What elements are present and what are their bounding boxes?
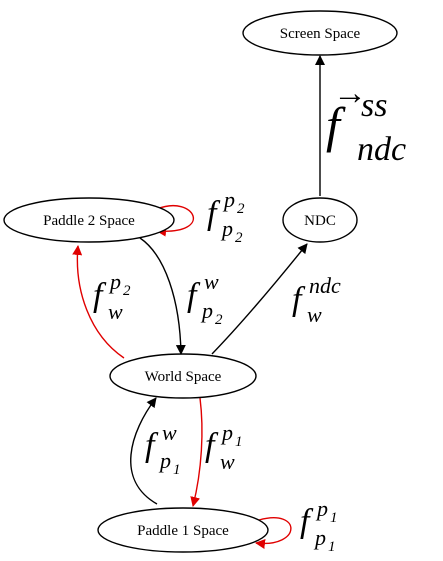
node-screen-space: Screen Space [242, 10, 398, 56]
label-paddle2-self-sup-sub: 2 [237, 201, 245, 217]
edge-paddle2-self-loop [156, 204, 195, 237]
label-paddle2-to-world-sub-sub: 2 [215, 312, 223, 328]
label-paddle1-self-sup-sub: 1 [330, 510, 338, 526]
node-screen-space-label: Screen Space [280, 26, 361, 42]
label-paddle1-self-sub: p [313, 525, 326, 550]
edge-world-to-paddle1 [190, 397, 203, 507]
label-world-to-paddle2-sup: p [108, 269, 121, 294]
node-ndc-label: NDC [304, 213, 336, 229]
label-paddle2-to-world-sup: w [204, 269, 219, 294]
label-world-to-paddle1-sub: w [220, 449, 235, 474]
label-world-to-paddle2-sup-sub: 2 [123, 283, 131, 299]
node-world-space: World Space [109, 353, 257, 399]
label-ndc-to-ss-sub: ndc [357, 131, 406, 168]
node-paddle1-space-label: Paddle 1 Space [137, 523, 229, 539]
label-paddle2-self-sup: p [222, 187, 235, 212]
label-paddle1-to-world-base: f [145, 427, 159, 464]
edge-paddle1-to-world [130, 397, 158, 505]
edge-paddle2-to-world [139, 237, 186, 355]
edge-paddle1-self-loop [255, 517, 292, 549]
label-world-to-paddle2-sub: w [108, 299, 123, 324]
node-paddle2-space-label: Paddle 2 Space [43, 213, 135, 229]
label-paddle1-self-base: f [300, 503, 314, 540]
label-paddle2-self-sub-sub: 2 [235, 230, 243, 246]
node-paddle2-space: Paddle 2 Space [3, 197, 175, 243]
label-paddle2-to-world-base: f [187, 277, 201, 314]
label-paddle1-self-sup: p [315, 496, 328, 521]
label-paddle1-to-world-sup: w [162, 420, 177, 445]
label-paddle2-to-world: f w p 2 [187, 269, 223, 328]
label-world-to-paddle1-base: f [205, 427, 219, 464]
edge-world-to-ndc [211, 243, 308, 355]
label-paddle1-to-world-sub-sub: 1 [173, 462, 181, 478]
label-paddle1-self-sub-sub: 1 [328, 539, 336, 555]
label-world-to-paddle1-sup-sub: 1 [235, 434, 243, 450]
label-paddle1-to-world-sub: p [158, 448, 171, 473]
label-world-to-ndc: f ndc w [292, 273, 341, 327]
label-world-to-ndc-base: f [292, 281, 306, 318]
label-world-to-paddle1-sup: p [220, 420, 233, 445]
label-ndc-to-ss-arrow: → [333, 75, 367, 112]
node-ndc: NDC [282, 197, 358, 243]
label-ndc-to-ss-sup: ss [361, 87, 387, 124]
node-paddle1-space: Paddle 1 Space [97, 507, 269, 553]
label-paddle1-to-world: f w p 1 [145, 420, 181, 478]
label-paddle1-self: f p 1 p 1 [300, 496, 338, 555]
node-world-space-label: World Space [145, 369, 222, 385]
label-world-to-paddle2-base: f [93, 277, 107, 314]
label-paddle2-self: f p 2 p 2 [207, 187, 245, 246]
label-paddle2-to-world-sub: p [200, 298, 213, 323]
label-world-to-ndc-sub: w [307, 302, 322, 327]
label-paddle2-self-sub: p [220, 216, 233, 241]
label-world-to-paddle1: f p 1 w [205, 420, 243, 474]
label-world-to-paddle2: f p 2 w [93, 269, 131, 324]
label-ndc-to-ss: → f ss ndc [326, 75, 406, 168]
label-paddle2-self-base: f [207, 195, 221, 232]
label-world-to-ndc-sup: ndc [309, 273, 341, 298]
edge-world-to-paddle2 [72, 245, 125, 359]
